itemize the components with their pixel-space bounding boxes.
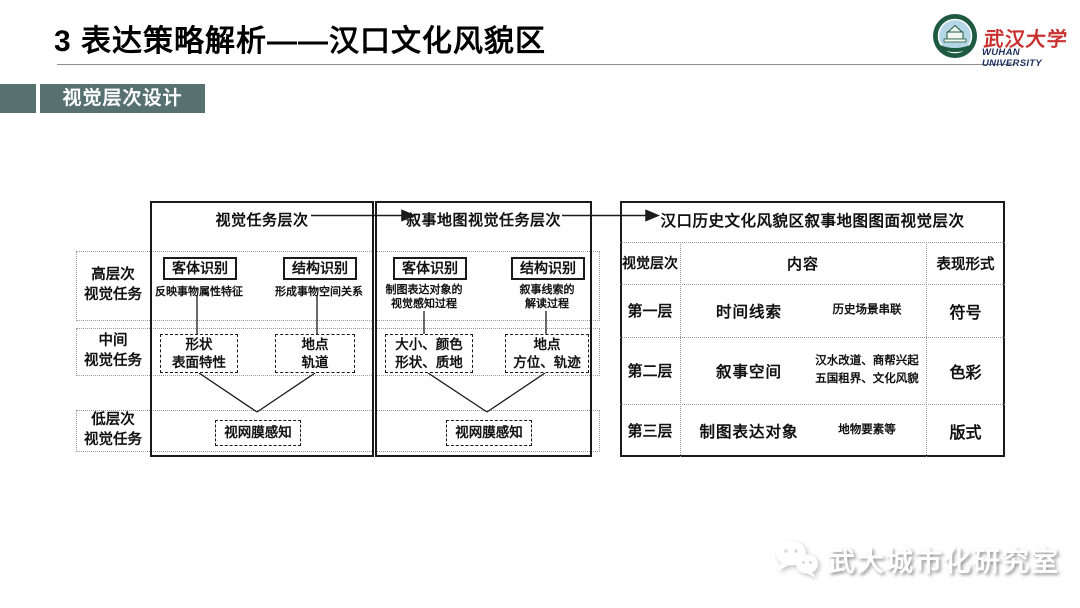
table-row1-form: 符号: [949, 304, 982, 322]
col2-header: 叙事地图视觉任务层次: [405, 212, 561, 229]
col1-box: 视觉任务层次: [150, 201, 374, 457]
table-col-header-form: 表现形式: [936, 256, 995, 273]
table-row2-layer: 第二层: [627, 363, 673, 380]
wechat-icon: [776, 540, 818, 578]
col1-header: 视觉任务层次: [215, 212, 309, 229]
table-line-3: [620, 404, 1005, 405]
table-row3-layer: 第三层: [627, 423, 673, 440]
table-row3-content: 制图表达对象: [699, 423, 799, 441]
col2-mid-box-2: 地点 方位、轨迹: [505, 334, 589, 373]
row-label-low: 低层次 视觉任务: [84, 412, 142, 448]
table-row1-content: 时间线索: [715, 303, 782, 321]
table-line-top: [620, 242, 1005, 243]
table-row1-detail: 历史场景串联: [832, 303, 902, 316]
section-badge: 视觉层次设计: [40, 84, 205, 113]
band-low-level: [76, 410, 600, 452]
table-divider-form: [926, 242, 927, 457]
col1-low-box: 视网膜感知: [215, 420, 301, 446]
page-title: 3 表达策略解析——汉口文化风貌区: [54, 25, 547, 58]
section-badge-strip: [0, 84, 36, 113]
col1-mid-box-2: 地点 轨道: [275, 334, 355, 373]
table-row1-content-cell: 时间线索 历史场景串联: [680, 284, 926, 337]
university-name-en: WUHAN UNIVERSITY: [982, 47, 1043, 69]
table-row3-content-cell: 制图表达对象 地物要素等: [680, 404, 926, 457]
table-row3-detail: 地物要素等: [838, 423, 896, 436]
table-row2-content: 叙事空间: [715, 363, 782, 381]
col1-structure-box: 结构识别: [283, 257, 357, 280]
row-label-mid: 中间 视觉任务: [84, 333, 142, 369]
table-col-header-layer: 视觉层次: [622, 255, 678, 271]
col3-box: 汉口历史文化风貌区叙事地图图面视觉层次: [620, 201, 1005, 457]
table-row1-layer: 第一层: [627, 303, 673, 320]
table-row2-content-cell: 叙事空间 汉水改道、商帮兴起 五国租界、文化风貌: [680, 337, 926, 404]
col3-header: 汉口历史文化风貌区叙事地图图面视觉层次: [660, 213, 965, 230]
table-row2-detail: 汉水改道、商帮兴起 五国租界、文化风貌: [815, 354, 919, 385]
col2-box: 叙事地图视觉任务层次: [375, 201, 592, 457]
col2-structure-caption: 叙事线索的 解读过程: [519, 284, 575, 311]
col2-mid-box-1: 大小、颜色 形状、质地: [385, 334, 473, 373]
col1-structure-caption: 形成事物空间关系: [275, 286, 363, 298]
col2-low-box: 视网膜感知: [446, 420, 532, 446]
band-mid-level: [76, 328, 600, 376]
table-line-1: [620, 284, 1005, 285]
table-col-header-content: 内容: [786, 255, 819, 273]
row-label-high: 高层次 视觉任务: [84, 267, 142, 303]
col2-object-caption: 制图表达对象的 视觉感知过程: [385, 284, 463, 311]
band-high-level: [76, 251, 600, 321]
table-row2-form: 色彩: [949, 364, 982, 382]
title-underline: [57, 64, 1015, 65]
col2-structure-box: 结构识别: [511, 257, 585, 280]
university-emblem-icon: [933, 14, 977, 58]
table-row3-form: 版式: [949, 424, 982, 442]
table-line-2: [620, 337, 1005, 338]
col1-object-caption: 反映事物属性特征: [155, 286, 243, 298]
table-divider-layer: [680, 242, 681, 457]
watermark: 武大城市化研究室: [772, 538, 1060, 580]
col2-object-box: 客体识别: [393, 257, 467, 280]
col1-mid-box-1: 形状 表面特性: [160, 334, 238, 373]
col1-object-box: 客体识别: [163, 257, 237, 280]
watermark-text: 武大城市化研究室: [828, 546, 1060, 577]
